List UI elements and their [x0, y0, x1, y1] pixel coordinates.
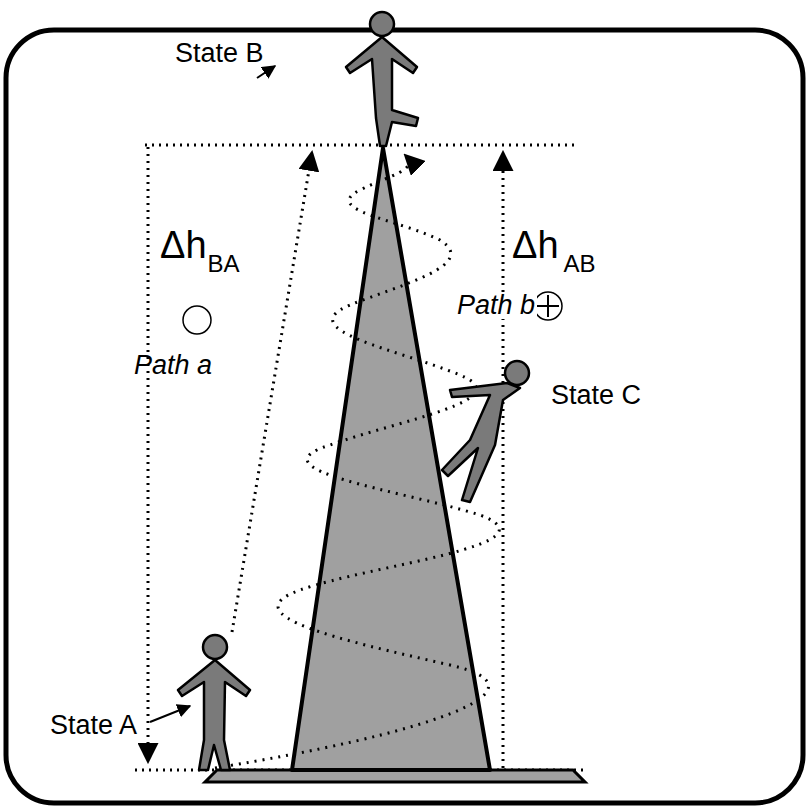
delta-symbol: Δh — [510, 226, 561, 264]
subscript: BA — [208, 252, 240, 276]
open-circle-symbol — [183, 306, 211, 334]
delta-symbol: Δh — [160, 226, 207, 264]
leader-line — [150, 706, 190, 722]
person-b — [346, 12, 418, 146]
path-label: Path b — [455, 292, 537, 319]
path-label: Path a — [134, 352, 212, 379]
leader-line — [257, 66, 275, 78]
person-c — [442, 361, 529, 502]
circle-plus-symbol — [534, 292, 562, 320]
state-label: State B — [175, 40, 264, 67]
frame — [6, 30, 803, 803]
subscript: AB — [562, 252, 598, 276]
person-a — [178, 635, 250, 770]
reference-lines — [135, 145, 583, 770]
state-label: State A — [48, 712, 139, 739]
state-label: State C — [551, 382, 641, 409]
